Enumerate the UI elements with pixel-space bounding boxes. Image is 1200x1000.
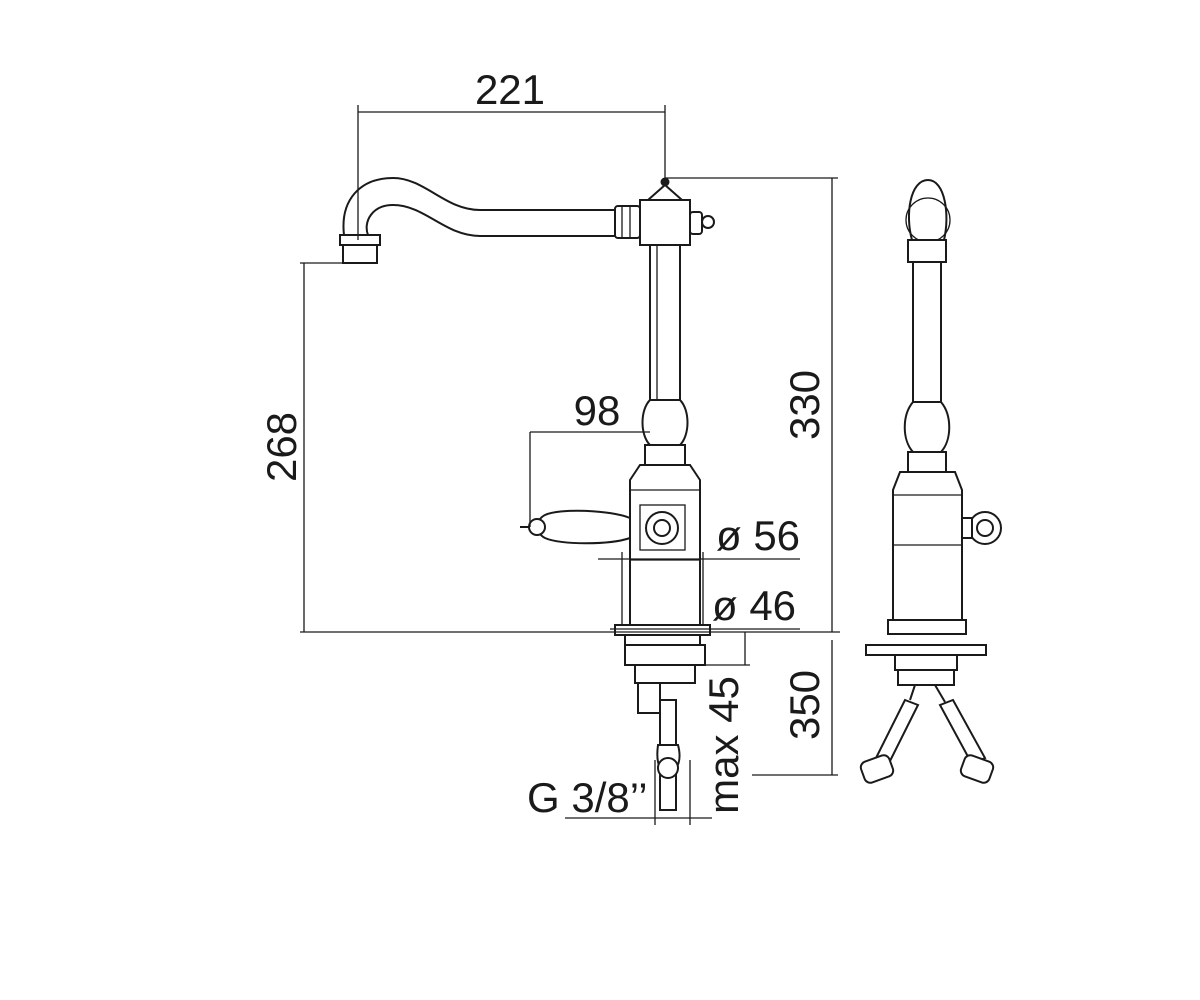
dim-hose-length: 350 (781, 670, 828, 740)
aerator (339, 234, 381, 246)
dim-handle-reach: 98 (574, 387, 621, 434)
dim-spout-reach: 221 (475, 66, 545, 113)
side-hose-right (938, 698, 987, 766)
spout-collar (614, 205, 641, 239)
dim-connection: G 3/8’’ (527, 774, 648, 821)
dim-max-deck: max 45 (700, 676, 747, 814)
column (649, 244, 681, 401)
spout-tube (342, 176, 616, 237)
baluster (641, 399, 689, 446)
side-body (892, 471, 963, 621)
side-deck-plate (865, 644, 987, 656)
aerator-outlet (342, 244, 378, 264)
dimension-lines (300, 105, 840, 825)
side-view (859, 178, 1002, 784)
dim-total-height: 330 (781, 370, 828, 440)
deck-mount (624, 644, 706, 666)
front-view (339, 176, 715, 811)
dim-base-diameter: ø 46 (712, 582, 796, 629)
base-ring (614, 624, 711, 636)
handle-lever (536, 509, 631, 545)
dim-body-diameter: ø 56 (716, 512, 800, 559)
spout-head (639, 199, 691, 246)
side-column (912, 261, 942, 403)
side-spout-loop (908, 178, 948, 241)
dim-spout-height: 268 (258, 412, 305, 482)
